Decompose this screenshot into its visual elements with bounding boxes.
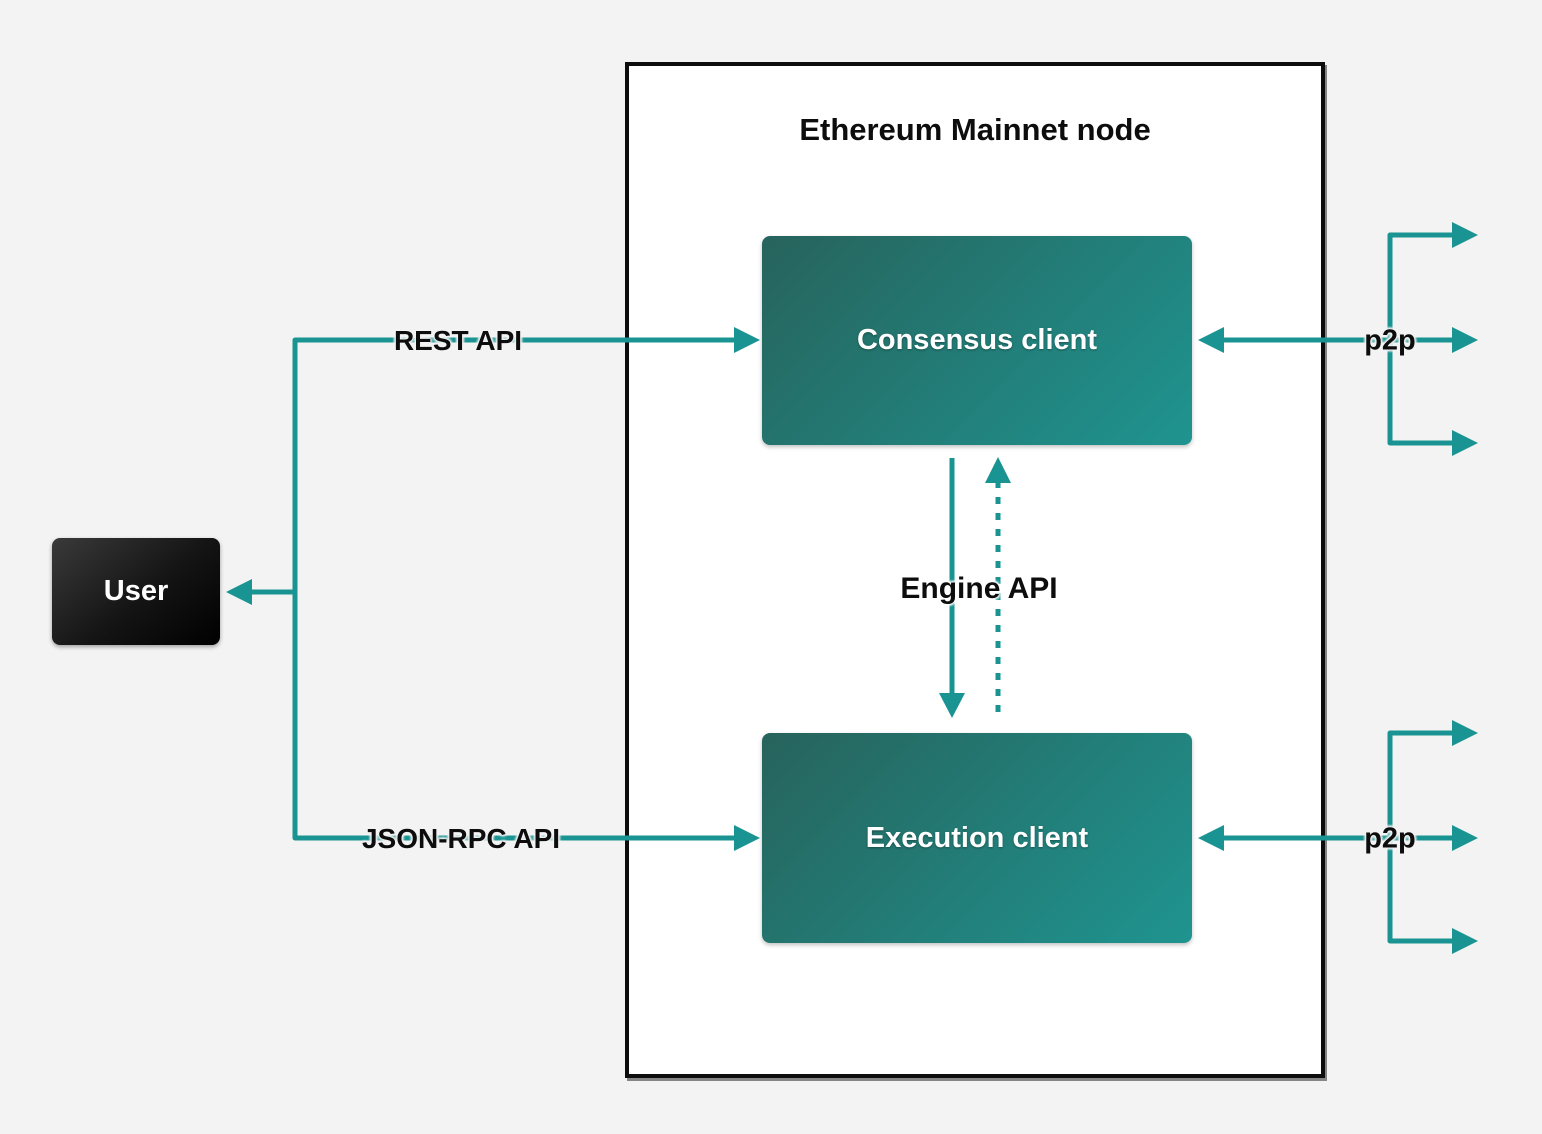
consensus-client-label: Consensus client: [856, 324, 1098, 356]
user-node: User: [52, 538, 220, 645]
p2p-consensus-label: p2p: [1364, 324, 1416, 357]
p2p-consensus-bottom-arrowhead: [1452, 430, 1478, 456]
json-rpc-api-label: JSON-RPC API: [361, 823, 561, 854]
engine-api-label: Engine API: [900, 572, 1058, 605]
p2p-consensus-middle-arrowhead: [1452, 327, 1478, 353]
diagram-title: Ethereum Mainnet node: [799, 112, 1151, 147]
p2p-execution-middle-arrowhead: [1452, 825, 1478, 851]
rest-api-label: REST API: [393, 325, 523, 356]
consensus-client-node: Consensus client: [762, 236, 1192, 445]
p2p-consensus-top-arrowhead: [1452, 222, 1478, 248]
p2p-execution-bottom-arrowhead: [1452, 928, 1478, 954]
execution-client-node: Execution client: [762, 733, 1192, 943]
p2p-execution-top-arrowhead: [1452, 720, 1478, 746]
execution-client-label: Execution client: [865, 821, 1089, 854]
p2p-execution-label: p2p: [1364, 822, 1416, 855]
user-node-label: User: [103, 575, 169, 607]
user-arrowhead: [226, 579, 252, 605]
